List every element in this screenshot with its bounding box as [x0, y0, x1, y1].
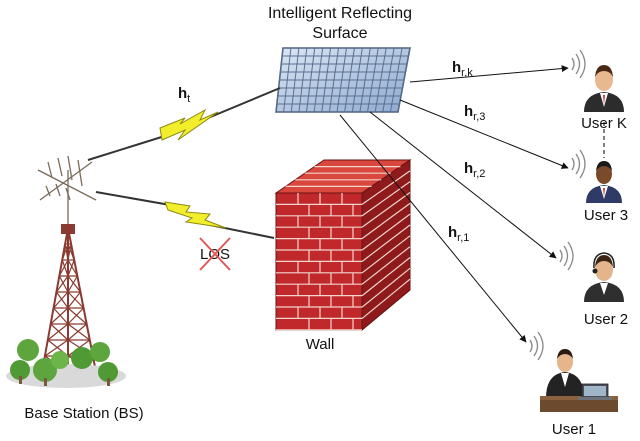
hrk-label: hr,k [452, 59, 473, 79]
trees [10, 339, 118, 386]
laptop-icon [578, 383, 612, 400]
user-1-label: User 1 [552, 421, 596, 438]
los-blocked: LOS [199, 237, 231, 271]
headset-icon [592, 268, 598, 274]
irs-to-user-2-arrow [369, 111, 557, 259]
irs-to-user-1-arrow [339, 114, 527, 343]
desk [540, 398, 618, 412]
user-k-label: User K [581, 115, 627, 132]
irs-label-line2: Surface [312, 25, 367, 42]
base-station-label: Base Station (BS) [24, 405, 143, 422]
irs-panel [275, 47, 411, 113]
irs-to-user-3-arrow [399, 99, 569, 169]
user-3-icon [571, 149, 622, 203]
user-2-icon [559, 241, 624, 302]
irs-label-line1: Intelligent Reflecting [268, 5, 412, 22]
hr1-label: hr,1 [448, 224, 469, 244]
antenna-icon [37, 155, 97, 230]
user-2-label: User 2 [584, 311, 628, 328]
ht-label: ht [178, 85, 190, 105]
lightning-icon [159, 108, 219, 141]
irs-grid [275, 47, 411, 113]
wall-label: Wall [306, 336, 335, 353]
user-1-icon [529, 331, 618, 412]
wall-icon [274, 159, 412, 332]
lightning-icon [164, 201, 227, 229]
hr2-label: hr,2 [464, 160, 485, 180]
base-station-icon [6, 155, 126, 388]
bs-to-wall-link [95, 191, 275, 239]
user-3-label: User 3 [584, 207, 628, 224]
hr3-label: hr,3 [464, 103, 485, 123]
user-k-icon [571, 49, 624, 112]
bs-to-irs-link [87, 87, 281, 161]
irs-to-user-k-arrow [409, 65, 569, 83]
